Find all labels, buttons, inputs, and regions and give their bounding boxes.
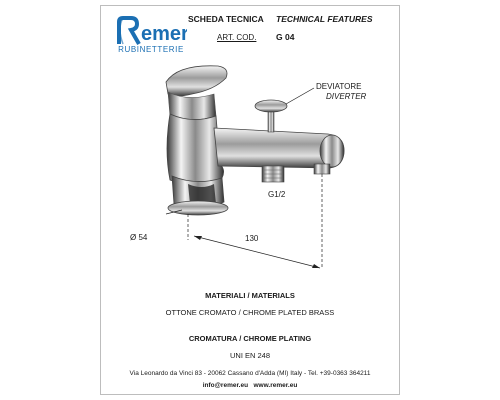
footer-contacts: info@remer.eu www.remer.eu bbox=[202, 382, 298, 389]
length-label: 130 bbox=[245, 234, 259, 243]
technical-sheet bbox=[100, 5, 400, 395]
footer-address: Via Leonardo da Vinci 83 - 20062 Cassano… bbox=[129, 370, 371, 377]
svg-text:emer: emer bbox=[141, 23, 187, 45]
materials-heading: MATERIALI / MATERIALS bbox=[205, 291, 295, 300]
title-en: TECHNICAL FEATURES bbox=[276, 14, 373, 24]
brand-tagline: RUBINETTERIE bbox=[118, 45, 184, 54]
thread-label: G1/2 bbox=[268, 190, 286, 199]
diameter-label: Ø 54 bbox=[130, 233, 148, 242]
remer-logo: emer bbox=[115, 14, 187, 60]
plating-heading: CROMATURA / CHROME PLATING bbox=[188, 334, 312, 343]
art-label: ART. COD. bbox=[217, 33, 257, 42]
faucet-drawing bbox=[165, 65, 345, 269]
diverter-label-it: DEVIATORE bbox=[316, 82, 362, 91]
materials-value: OTTONE CROMATO / CHROME PLATED BRASS bbox=[165, 308, 335, 317]
diverter-label-en: DIVERTER bbox=[326, 92, 367, 101]
art-code: G 04 bbox=[276, 32, 295, 42]
title-it: SCHEDA TECNICA bbox=[188, 14, 264, 24]
standard-value: UNI EN 248 bbox=[229, 351, 271, 360]
